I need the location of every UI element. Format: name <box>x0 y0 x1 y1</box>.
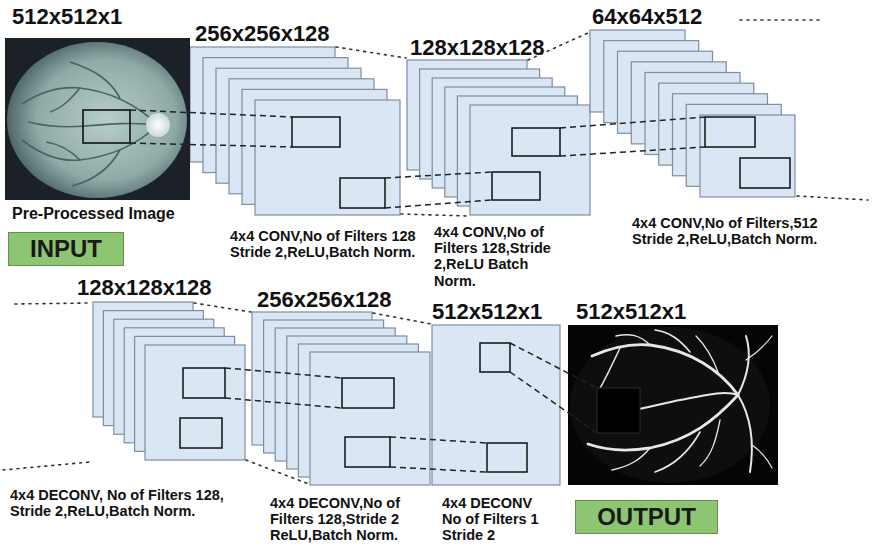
stage-label: OUTPUT <box>597 505 696 529</box>
segmented-vessel <box>592 345 738 395</box>
layer-caption: 4x4 CONV,No of Filters 128,Stride 2,ReLU… <box>434 224 574 289</box>
feature-map <box>255 100 400 215</box>
image-ground <box>5 38 190 200</box>
feature-map <box>700 115 795 197</box>
segmented-vessel <box>738 336 749 395</box>
size-label: 128x128x128 <box>410 36 545 61</box>
continuation-dots <box>373 313 431 324</box>
receptive-field <box>512 128 560 156</box>
receptive-field <box>345 437 390 467</box>
feature-map-stack <box>252 312 430 485</box>
receptive-field <box>340 178 385 208</box>
projection-line <box>510 372 597 433</box>
stage-label: INPUT <box>30 237 102 261</box>
size-label: 256x256x128 <box>195 22 330 47</box>
vessel-map <box>568 325 778 485</box>
receptive-field <box>480 343 510 372</box>
projection-line <box>225 368 342 378</box>
projection-line <box>390 437 487 443</box>
receptive-field <box>180 418 222 448</box>
segmented-vessel <box>598 348 620 392</box>
feature-map <box>470 105 590 215</box>
layer-caption: 4x4 DECONV, No of Filters 128, Stride 2,… <box>10 487 245 519</box>
segmented-vessel <box>612 448 650 470</box>
projection-line <box>385 172 492 178</box>
layer-block: 256x256x128 4x4 CONV,No of Filters 128 St… <box>188 20 440 282</box>
segmented-vessel <box>738 395 752 472</box>
layer-block: 512x512x1Pre-Processed Image <box>5 3 207 230</box>
retinal-vessel <box>72 150 120 186</box>
continuation-dots <box>740 19 820 21</box>
layer-caption: 4x4 DECONV No of Filters 1 Stride 2 <box>442 495 550 544</box>
segmented-vessel <box>616 335 650 345</box>
fundus-image <box>5 38 190 200</box>
size-label: 512x512x1 <box>432 300 542 325</box>
layer-caption: 4x4 DECONV,No of Filters 128,Stride 2 Re… <box>270 495 428 544</box>
continuation-dots <box>246 460 309 484</box>
size-label: 512x512x1 <box>576 300 686 325</box>
stage-box: INPUT <box>8 232 124 266</box>
image-caption: Pre-Processed Image <box>12 205 175 223</box>
feature-map <box>432 325 560 485</box>
layer-caption: 4x4 CONV,No of Filters 128 Stride 2,ReLU… <box>230 228 426 260</box>
segmented-vessel <box>700 420 720 466</box>
layer-block: 64x64x512 4x4 CONV,No of Filters,512 Stri… <box>588 3 850 265</box>
projection-line <box>560 147 705 156</box>
receptive-field <box>705 117 755 147</box>
receptive-field <box>740 158 790 188</box>
continuation-dots <box>401 214 468 216</box>
fundus-region <box>570 327 770 483</box>
size-label: 64x64x512 <box>592 5 702 30</box>
optic-disc <box>146 113 170 137</box>
continuation-dots <box>336 47 406 58</box>
continuation-dots <box>3 462 90 470</box>
retinal-vessel <box>50 88 80 112</box>
feature-map-stack <box>93 302 245 460</box>
receptive-field <box>492 172 540 200</box>
projection-line <box>225 398 342 408</box>
segmented-vessel <box>655 432 700 472</box>
segmented-vessel <box>752 445 772 468</box>
layer-block: 256x256x128 4x4 DECONV,No of Filters 128,… <box>250 286 430 553</box>
continuation-dots <box>194 303 251 312</box>
projection-line <box>390 467 487 472</box>
segmented-vessel <box>746 336 772 360</box>
receptive-field <box>292 117 340 147</box>
feature-map <box>310 352 430 485</box>
feature-map-stack <box>590 30 795 197</box>
feature-map-stack <box>190 47 400 215</box>
layer-caption: 4x4 CONV,No of Filters,512 Stride 2,ReLU… <box>632 215 844 247</box>
projection-line <box>130 143 292 147</box>
receptive-field <box>183 368 225 398</box>
feature-map <box>145 345 245 460</box>
receptive-field <box>487 443 527 472</box>
receptive-field <box>597 388 640 433</box>
projection-line <box>130 110 292 117</box>
segmented-vessel <box>655 330 690 352</box>
projection-line <box>385 200 492 208</box>
continuation-dots <box>15 303 90 304</box>
projection-line <box>560 117 705 128</box>
layer-block: 128x128x128 4x4 CONV,No of Filters 128,St… <box>404 34 586 298</box>
retinal-vessel <box>70 62 120 98</box>
retinal-vessel <box>22 88 158 125</box>
layer-block: 512x512x1 <box>566 298 783 490</box>
receptive-field <box>83 110 130 143</box>
layer-block: 128x128x128 4x4 DECONV, No of Filters 128… <box>5 274 277 526</box>
layer-block: 512x512x1 4x4 DECONV No of Filters 1 Stri… <box>430 298 557 555</box>
retinal-vessel <box>28 122 158 127</box>
size-label: 128x128x128 <box>77 276 212 301</box>
feature-map-stack <box>432 325 560 485</box>
fundus <box>7 42 187 198</box>
receptive-field <box>342 378 394 408</box>
feature-map-stack <box>407 60 590 215</box>
image-ground <box>568 325 778 485</box>
retinal-vessel <box>46 142 80 160</box>
size-label: 256x256x128 <box>257 288 392 313</box>
size-label: 512x512x1 <box>12 5 122 30</box>
segmented-vessel <box>696 336 718 372</box>
continuation-dots <box>797 196 868 200</box>
stage-box: OUTPUT <box>575 500 718 534</box>
